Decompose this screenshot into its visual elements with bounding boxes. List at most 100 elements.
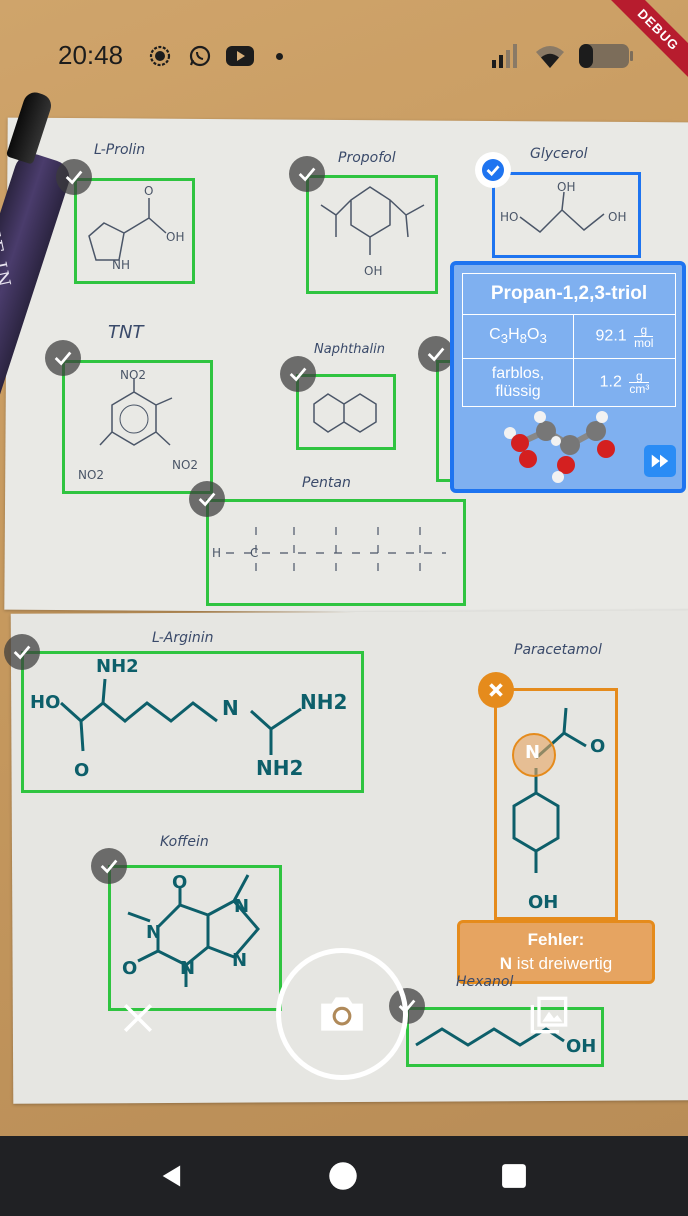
atom-label: NH2: [300, 690, 348, 714]
atom-label: OH: [166, 230, 185, 244]
detection-box-glycerol-selected[interactable]: [492, 172, 641, 258]
atom-label: NO2: [172, 458, 199, 472]
structure-glycerol: [519, 191, 605, 233]
atom-label: NO2: [120, 368, 147, 382]
atom-label: NH: [112, 258, 130, 272]
structure-l-arginin: [59, 678, 302, 755]
gallery-button[interactable]: [524, 990, 574, 1040]
atom-label: O: [122, 958, 138, 979]
atom-label: O: [74, 760, 90, 781]
back-button[interactable]: [156, 1160, 188, 1192]
youtube-icon: [226, 46, 254, 68]
atom-label: N: [146, 922, 162, 943]
atom-label: N: [180, 958, 196, 979]
signal-messenger-icon: [148, 44, 174, 70]
atom-label: O: [590, 736, 606, 757]
atom-label: HO: [500, 210, 519, 224]
molecular-formula: C3H8O3: [462, 314, 574, 359]
home-circle-icon: [329, 1162, 357, 1190]
check-icon[interactable]: [56, 159, 92, 195]
atom-label: OH: [557, 180, 576, 194]
fast-forward-button[interactable]: [644, 445, 676, 477]
detection-box-paracetamol-error[interactable]: [494, 688, 618, 920]
camera-icon: [321, 997, 363, 1031]
molecule-label-propofol: Propofol: [338, 150, 396, 166]
detection-box-koffein[interactable]: [108, 865, 282, 1011]
check-icon[interactable]: [91, 848, 127, 884]
molecule-label-pentan: Pentan: [302, 475, 351, 491]
capture-button[interactable]: [276, 948, 408, 1080]
molecule-label-tnt: TNT: [108, 322, 144, 343]
detection-box-tnt[interactable]: [62, 360, 213, 494]
battery-icon: [578, 42, 634, 70]
check-icon[interactable]: [189, 481, 225, 517]
atom-label: OH: [608, 210, 627, 224]
molecule-label-koffein: Koffein: [160, 834, 209, 850]
atom-label: N: [234, 896, 250, 917]
atom-label: H: [212, 546, 222, 560]
molecule-label-l-arginin: L-Arginin: [152, 630, 214, 646]
gallery-icon: [530, 996, 568, 1034]
detection-box-pentan[interactable]: [206, 499, 466, 606]
molecule-label-naphthalin: Naphthalin: [314, 342, 385, 357]
detection-box-naphthalin[interactable]: [296, 374, 396, 450]
back-triangle-icon: [162, 1165, 181, 1187]
structure-paracetamol: [512, 707, 587, 873]
check-icon[interactable]: [45, 340, 81, 376]
error-title: Fehler:: [527, 930, 585, 949]
detection-box-hexanol[interactable]: [406, 1007, 604, 1067]
whatsapp-icon: [188, 44, 214, 70]
detection-box-l-prolin[interactable]: [74, 178, 195, 284]
recents-button[interactable]: [498, 1160, 530, 1192]
error-message: Fehler: N ist dreiwertig: [457, 920, 655, 984]
structure-tnt: [99, 378, 173, 446]
home-button[interactable]: [327, 1160, 359, 1192]
selected-check-icon[interactable]: [475, 152, 511, 188]
wifi-icon: [534, 42, 566, 70]
error-x-icon[interactable]: [478, 672, 514, 708]
detection-box-propofol[interactable]: [306, 175, 438, 294]
fast-forward-icon: [651, 454, 669, 468]
structure-propofol: [320, 186, 425, 255]
physical-state: farblos,flüssig: [462, 358, 574, 407]
navigation-bar: [0, 1136, 688, 1216]
error-text: ist dreiwertig: [516, 954, 613, 973]
atom-label: N: [232, 950, 248, 971]
check-icon[interactable]: [289, 156, 325, 192]
molecule-label-l-prolin: L-Prolin: [94, 142, 146, 158]
atom-label: OH: [364, 264, 383, 278]
close-icon: [123, 1003, 153, 1033]
structure-l-prolin: [88, 198, 167, 261]
atom-label: C: [250, 546, 259, 560]
atom-label: NO2: [78, 468, 105, 482]
atom-label: OH: [528, 892, 559, 913]
atom-label: NH2: [256, 756, 304, 780]
atom-label: NH2: [96, 656, 139, 677]
molecule-label-paracetamol: Paracetamol: [514, 642, 602, 658]
atom-label: O: [172, 872, 188, 893]
structure-pentan: [226, 527, 446, 579]
detection-box-l-arginin[interactable]: [21, 651, 364, 793]
check-icon[interactable]: [418, 336, 454, 372]
info-card-title: Propan-1,2,3-triol: [462, 273, 676, 315]
structure-koffein: [127, 874, 260, 987]
molecule-label-hexanol: Hexanol: [456, 974, 514, 990]
check-icon[interactable]: [4, 634, 40, 670]
cellular-signal-icon: [490, 44, 520, 70]
check-icon[interactable]: [280, 356, 316, 392]
recents-square-icon: [502, 1164, 526, 1188]
status-time: 20:48: [58, 40, 124, 70]
molecule-label-glycerol: Glycerol: [530, 146, 588, 162]
close-button[interactable]: [118, 998, 158, 1038]
structure-hexanol: [415, 1027, 565, 1047]
atom-label: N: [222, 696, 239, 720]
error-atom: N: [499, 954, 513, 973]
atom-label: N: [525, 742, 541, 763]
structure-naphthalin: [313, 393, 377, 433]
error-atom-highlight[interactable]: [512, 733, 556, 777]
camera-preview: STOFF IN L-Prolin O OH NH Propofol OH Gl…: [0, 0, 688, 1136]
